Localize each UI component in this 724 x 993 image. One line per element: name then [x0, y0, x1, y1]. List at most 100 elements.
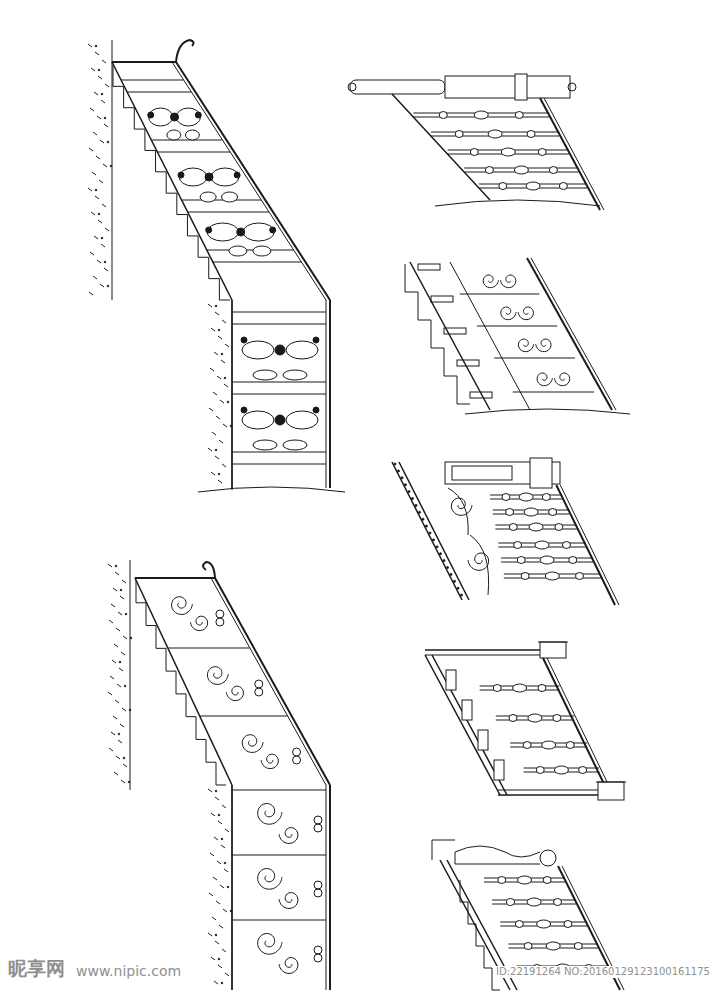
- line: [494, 358, 575, 359]
- line: [232, 324, 326, 325]
- line: [498, 790, 600, 791]
- line: [215, 578, 330, 785]
- baluster-bulge: [502, 494, 510, 501]
- line: [225, 829, 229, 832]
- line: [120, 724, 124, 727]
- ornament-ring: [104, 117, 106, 119]
- ornament-ring: [314, 816, 322, 824]
- ornament-ring: [98, 69, 100, 71]
- line: [232, 855, 326, 856]
- line: [215, 797, 219, 800]
- baluster-bulge: [574, 943, 582, 950]
- ornament-ring: [457, 587, 459, 589]
- ornament-ring: [206, 227, 212, 233]
- line: [127, 92, 191, 93]
- scroll-ornament: [536, 339, 551, 352]
- ornament-ring: [119, 661, 121, 663]
- line: [225, 344, 229, 347]
- line: [122, 708, 126, 711]
- outline: [465, 409, 630, 414]
- line: [217, 861, 221, 864]
- line: [222, 320, 226, 323]
- ornament-ring: [241, 407, 247, 413]
- baluster-bulge: [535, 541, 549, 549]
- ornament-ring: [224, 862, 226, 864]
- line: [212, 917, 216, 920]
- line: [410, 262, 490, 410]
- baluster-bulge: [513, 684, 527, 692]
- watermark: 昵享网: [6, 958, 67, 980]
- ornament-ring: [98, 213, 100, 215]
- outline: [596, 782, 626, 783]
- line: [214, 981, 218, 984]
- line: [218, 336, 222, 339]
- ornament-ring: [128, 781, 130, 783]
- ornament-ring: [454, 580, 456, 582]
- ornament-ring: [110, 165, 112, 167]
- baluster-bulge: [549, 509, 557, 516]
- post-block: [540, 642, 566, 658]
- baluster-bulge: [499, 183, 507, 190]
- scroll-ornament: [483, 275, 498, 288]
- baluster-bulge: [470, 149, 478, 156]
- line: [118, 740, 122, 743]
- line: [211, 813, 215, 816]
- line: [220, 885, 224, 888]
- line: [223, 909, 227, 912]
- line: [498, 794, 600, 796]
- line: [114, 644, 118, 647]
- line: [188, 212, 269, 213]
- line: [232, 452, 326, 453]
- scroll-ornament: [172, 597, 193, 615]
- baluster-bulge: [207, 223, 238, 241]
- ornament-ring: [120, 589, 122, 591]
- baluster-bulge: [286, 341, 318, 359]
- outline: [455, 846, 540, 857]
- ornament-ring: [461, 594, 463, 596]
- line: [392, 94, 490, 200]
- baluster-bulge: [253, 440, 277, 450]
- line: [88, 44, 92, 47]
- line: [211, 472, 215, 475]
- line: [102, 204, 106, 207]
- line: [105, 84, 109, 87]
- scroll-ornament: [261, 754, 278, 768]
- outline: [203, 562, 215, 578]
- post-block: [494, 760, 504, 780]
- baluster-bulge: [283, 370, 307, 380]
- post-block: [530, 458, 552, 488]
- ornament-ring: [398, 470, 400, 472]
- line: [108, 564, 112, 567]
- line: [115, 700, 119, 703]
- post-block: [431, 296, 453, 302]
- line: [232, 920, 326, 921]
- baluster-bulge: [554, 899, 562, 906]
- baluster-bulge: [222, 192, 238, 202]
- line: [211, 578, 326, 785]
- baluster-bulge: [253, 246, 271, 256]
- line: [98, 220, 102, 223]
- line: [531, 258, 616, 410]
- ornament-ring: [218, 814, 220, 816]
- baluster-bulge: [575, 573, 583, 580]
- line: [118, 612, 122, 615]
- ornament-ring: [171, 113, 179, 121]
- post-block: [515, 74, 527, 100]
- line: [221, 360, 225, 363]
- line: [135, 577, 215, 579]
- baluster-bulge: [517, 557, 525, 564]
- ornament-ring: [107, 285, 109, 287]
- scroll-ornament: [279, 828, 298, 844]
- line: [213, 262, 302, 263]
- line: [104, 268, 108, 271]
- line: [222, 805, 226, 808]
- baluster-bulge: [509, 524, 517, 531]
- ornament-ring: [255, 688, 263, 696]
- line: [112, 660, 116, 663]
- baluster-bulge: [455, 131, 463, 138]
- line: [97, 116, 101, 119]
- line: [425, 655, 500, 795]
- baluster-bulge: [439, 112, 447, 119]
- line: [91, 68, 95, 71]
- baluster-bulge: [507, 899, 515, 906]
